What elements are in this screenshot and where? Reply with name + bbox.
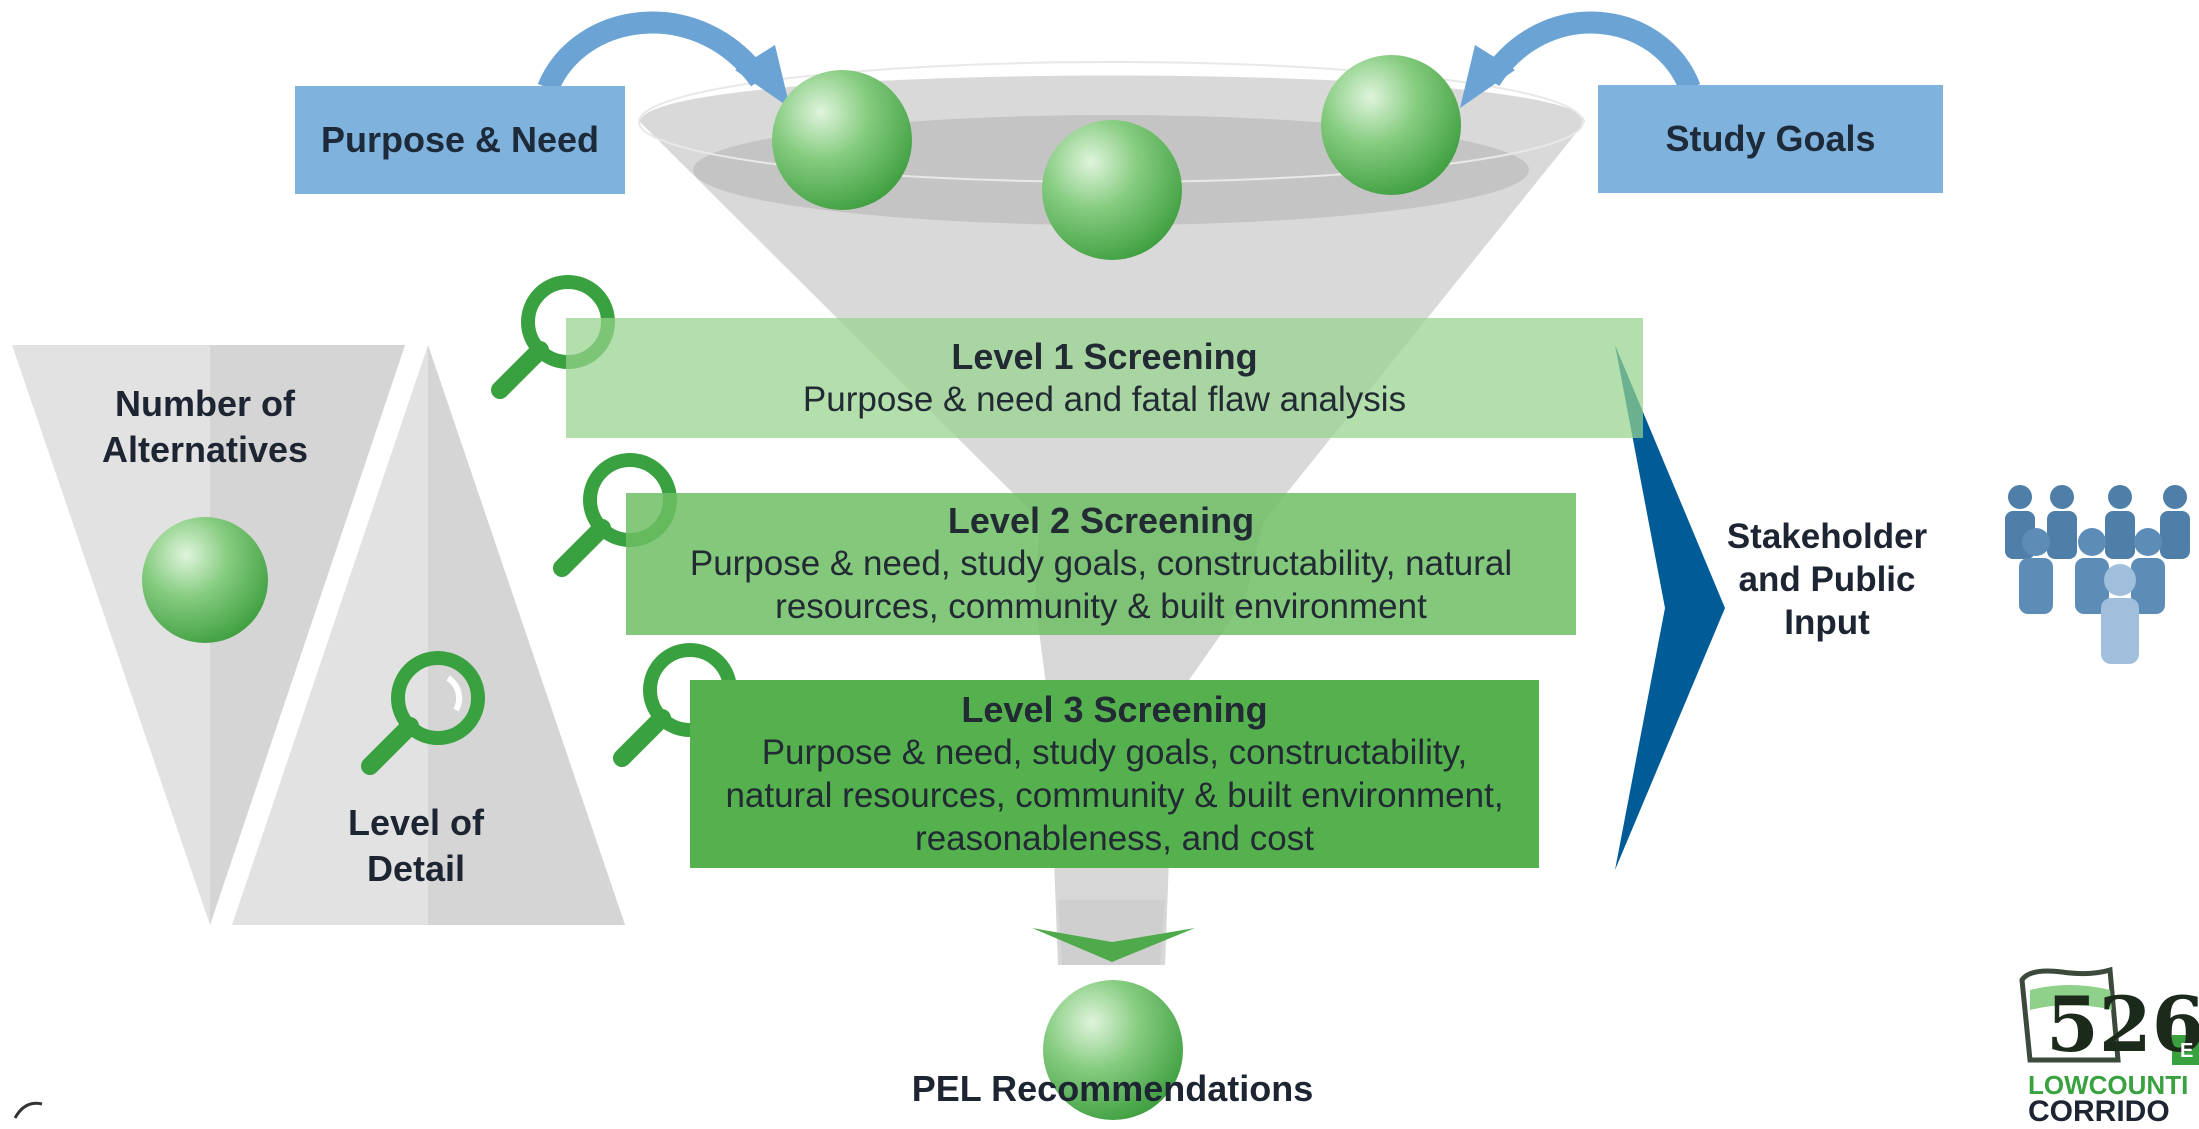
level-1-title: Level 1 Screening bbox=[951, 335, 1258, 377]
alternative-ball bbox=[772, 70, 912, 210]
level-2-band: Level 2 Screening Purpose & need, study … bbox=[626, 493, 1576, 635]
level-3-band: Level 3 Screening Purpose & need, study … bbox=[690, 680, 1539, 868]
chevron-down-icon bbox=[1032, 928, 1195, 962]
level-3-title: Level 3 Screening bbox=[961, 688, 1268, 730]
arrow-icon bbox=[1460, 45, 1515, 108]
stakeholder-label: Stakeholder and Public Input bbox=[1726, 517, 1928, 642]
logo-number: 526 bbox=[2046, 980, 2199, 1069]
alternative-ball bbox=[1042, 120, 1182, 260]
arrow-icon bbox=[1615, 345, 1725, 870]
study-goals-label: Study Goals bbox=[1665, 118, 1876, 159]
logo-line-2: CORRIDO bbox=[2028, 1095, 2170, 1128]
study-goals-box: Study Goals bbox=[1598, 85, 1943, 193]
arrow-icon bbox=[1480, 11, 1701, 93]
logo-letter: E bbox=[2180, 1040, 2194, 1062]
alternative-ball bbox=[142, 517, 268, 643]
corner-mark bbox=[13, 1101, 43, 1119]
level-3-description: Purpose & need, study goals, constructab… bbox=[725, 732, 1504, 858]
logo-line-1: LOWCOUNTI bbox=[2028, 1070, 2189, 1100]
level-1-description: Purpose & need and fatal flaw analysis bbox=[802, 379, 1407, 419]
magnifier-icon bbox=[361, 651, 485, 775]
detail-triangle-shade bbox=[428, 345, 625, 925]
level-1-band: Level 1 Screening Purpose & need and fat… bbox=[566, 318, 1643, 438]
purpose-need-label: Purpose & Need bbox=[320, 119, 600, 160]
output-label: PEL Recommendations bbox=[911, 1068, 1314, 1109]
alternatives-label: Number of Alternatives bbox=[101, 383, 309, 470]
alternative-ball bbox=[1321, 55, 1461, 195]
logo-shield bbox=[2019, 966, 2121, 1063]
arrow-icon bbox=[735, 45, 790, 108]
logo-badge bbox=[2172, 1035, 2199, 1065]
detail-label: Level of Detail bbox=[347, 802, 485, 889]
people-icon bbox=[2005, 485, 2190, 664]
alternatives-triangle-shade bbox=[210, 345, 405, 925]
purpose-need-box: Purpose & Need bbox=[295, 86, 625, 194]
output-ball bbox=[1043, 980, 1183, 1120]
arrow-icon bbox=[537, 11, 769, 93]
level-2-description: Purpose & need, study goals, constructab… bbox=[689, 544, 1513, 626]
level-2-title: Level 2 Screening bbox=[947, 500, 1255, 541]
